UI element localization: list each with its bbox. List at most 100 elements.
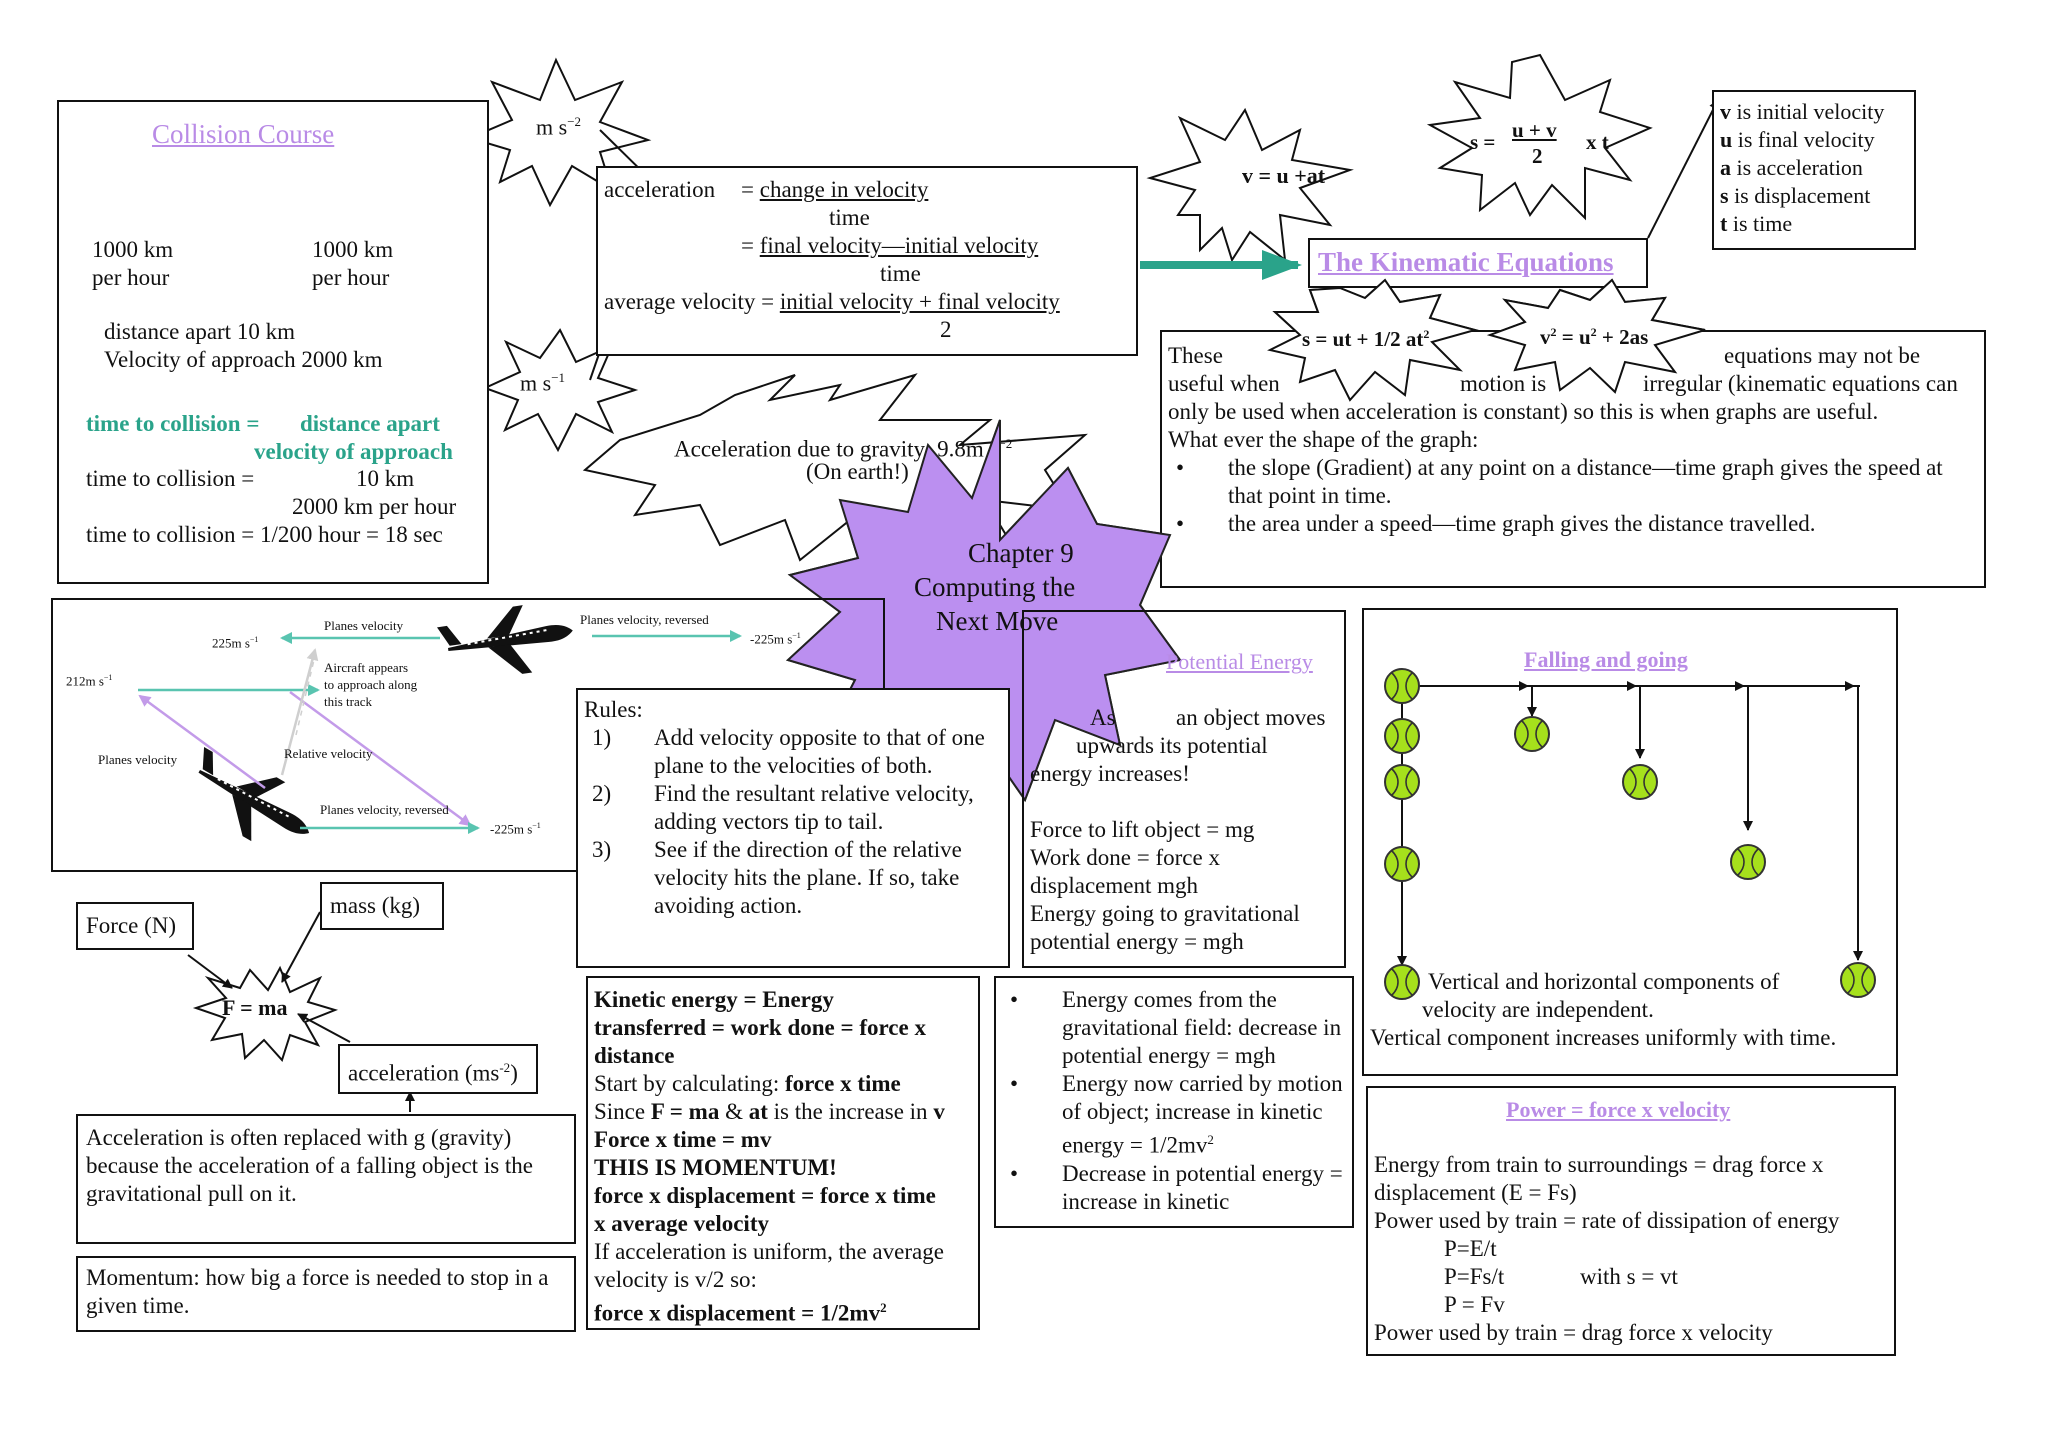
force-label-box: [76, 902, 194, 950]
kin-text-these: These: [1168, 343, 1223, 368]
var-a: a is acceleration: [1720, 155, 1863, 180]
pe-moves: an object moves: [1176, 705, 1326, 730]
power-line-5: P=Fs/t: [1444, 1264, 1505, 1289]
ke-line: transferred = work done = force x: [594, 1015, 926, 1040]
energy-bullets: Energy comes from the gravitational fiel…: [1002, 986, 1348, 1216]
var-u: u is final velocity: [1720, 127, 1875, 152]
rv-212: 212m s−1: [66, 673, 113, 689]
pe-as: As: [1090, 705, 1116, 730]
average-velocity-den: 2: [940, 317, 952, 342]
ttc-numerator: distance apart: [300, 411, 440, 436]
pe-line-1: Force to lift object = mg: [1030, 817, 1255, 842]
pe-line-2: Work done = force x: [1030, 845, 1220, 870]
speed-right-2: per hour: [312, 265, 390, 290]
ttc2-numerator: 10 km: [356, 466, 415, 491]
potential-title: Potential Energy: [1166, 649, 1313, 674]
ke-line: force x displacement = force x time: [594, 1183, 936, 1208]
power-title: Power = force x velocity: [1506, 1097, 1731, 1122]
mass-label: mass (kg): [330, 893, 421, 918]
fma-label: F = ma: [222, 995, 288, 1020]
speed-left-2: per hour: [92, 265, 170, 290]
rule-item: 2)Find the resultant relative velocity, …: [592, 781, 974, 834]
pe-line-3: displacement mgh: [1030, 873, 1198, 898]
eq4-text: v2 = u2 + 2as: [1540, 325, 1649, 349]
speed-left-1: 1000 km: [92, 237, 174, 262]
ttc3-text: time to collision = 1/200 hour = 18 sec: [86, 522, 443, 547]
ttc2-label: time to collision =: [86, 466, 255, 491]
eq2-num: u + v: [1512, 118, 1557, 142]
eq2-star-shape: [1426, 53, 1653, 221]
rule-item: 3)See if the direction of the relative v…: [592, 837, 962, 918]
power-line-7: Power used by train = drag force x veloc…: [1374, 1320, 1773, 1345]
power-line-5b: with s = vt: [1580, 1264, 1678, 1289]
power-line-1: Energy from train to surroundings = drag…: [1374, 1152, 1824, 1177]
eq1-text: v = u +at: [1242, 163, 1326, 188]
falling-title: Falling and going: [1524, 647, 1688, 672]
kin-bullet-slope: the slope (Gradient) at any point on a d…: [1168, 454, 1980, 510]
energy-bullet: Energy now carried by motion of object; …: [1002, 1070, 1348, 1160]
ke-line: Start by calculating: force x time: [594, 1071, 901, 1096]
unit-bottom-text: m s−1: [520, 370, 566, 396]
kinetic-energy-text: Kinetic energy = Energy transferred = wo…: [594, 986, 945, 1328]
power-line-3: Power used by train = rate of dissipatio…: [1374, 1208, 1840, 1233]
momentum-note-box: [76, 1256, 576, 1332]
power-box: [1366, 1086, 1896, 1356]
ke-line: force x displacement = 1/2mv2: [594, 1300, 887, 1326]
rule-item: 1)Add velocity opposite to that of one p…: [592, 725, 985, 778]
kinematic-title: The Kinematic Equations: [1318, 247, 1614, 277]
acceleration-den: time: [829, 205, 870, 230]
kin-text-only: only be used when acceleration is consta…: [1168, 399, 1879, 424]
gravity-on-earth: (On earth!): [806, 459, 909, 484]
rv-225-left: 225m s−1: [212, 635, 259, 651]
kin-bullet-area: the area under a speed—time graph gives …: [1168, 510, 1980, 538]
acceleration-eq2: = final velocity—initial velocity: [741, 233, 1039, 258]
potential-energy-box: [1022, 610, 1346, 968]
ke-line: Since F = ma & at is the increase in v: [594, 1099, 945, 1124]
rv-planes-reversed-top: Planes velocity, reversed: [580, 612, 709, 627]
ke-line: If acceleration is uniform, the average: [594, 1239, 944, 1264]
rv-aircraft-appears-1: Aircraft appears: [324, 660, 409, 675]
pe-increases: energy increases!: [1030, 761, 1190, 786]
eq1-star-shape: [1146, 107, 1354, 263]
falling-line-1: Vertical and horizontal components of: [1428, 969, 1780, 994]
ttc-denominator: velocity of approach: [254, 439, 453, 464]
var-v: v is initial velocity: [1720, 99, 1885, 124]
distance-apart-text: distance apart 10 km: [104, 319, 295, 344]
kinematic-vars-list: v is initial velocity u is final velocit…: [1720, 98, 1884, 238]
accel-note-box: [76, 1114, 576, 1244]
pe-line-4: Energy going to gravitational: [1030, 901, 1300, 926]
chapter-title-2b: Computing the: [914, 572, 1076, 602]
rv-planes-velocity-top: Planes velocity: [324, 618, 404, 633]
kin-text-motion: motion is: [1460, 371, 1547, 396]
falling-box: [1362, 608, 1898, 1076]
collision-title: Collision Course: [152, 119, 335, 149]
acceleration-label: acceleration: [604, 177, 716, 202]
rv-planes-velocity-left: Planes velocity: [98, 752, 178, 767]
kinematic-bullets: the slope (Gradient) at any point on a d…: [1168, 454, 1980, 538]
velocity-approach-text: Velocity of approach 2000 km: [104, 347, 383, 372]
accel-note: Acceleration is often replaced with g (g…: [86, 1125, 534, 1206]
momentum-note: Momentum: how big a force is needed to s…: [86, 1265, 549, 1318]
power-line-6: P = Fv: [1444, 1292, 1505, 1317]
eq2-post: x t: [1586, 130, 1609, 154]
kin-text-equations: equations may not be: [1724, 343, 1921, 368]
rv-aircraft-appears-3: this track: [324, 694, 373, 709]
var-t: t is time: [1720, 211, 1793, 236]
eq3-text: s = ut + 1/2 at2: [1302, 327, 1430, 351]
ke-line: Force x time = mv: [594, 1127, 772, 1152]
eq2-den: 2: [1532, 144, 1543, 168]
pe-line-5: potential energy = mgh: [1030, 929, 1244, 954]
ke-line: distance: [594, 1043, 675, 1068]
kinetic-energy-box: [586, 976, 980, 1330]
falling-line-3: Vertical component increases uniformly w…: [1370, 1025, 1837, 1050]
fma-star-shape: [192, 965, 339, 1062]
accel-label-box: [338, 1044, 538, 1094]
acceleration-box: [596, 166, 1138, 356]
ttc-label: time to collision =: [86, 411, 260, 436]
rv-225-right: -225m s−1: [750, 631, 801, 647]
ttc2-denominator: 2000 km per hour: [292, 494, 457, 519]
ke-line: THIS IS MOMENTUM!: [594, 1155, 837, 1180]
falling-line-2: velocity are independent.: [1422, 997, 1654, 1022]
mass-label-box: [320, 882, 444, 930]
chapter-title-1b: Chapter 9: [968, 538, 1074, 568]
